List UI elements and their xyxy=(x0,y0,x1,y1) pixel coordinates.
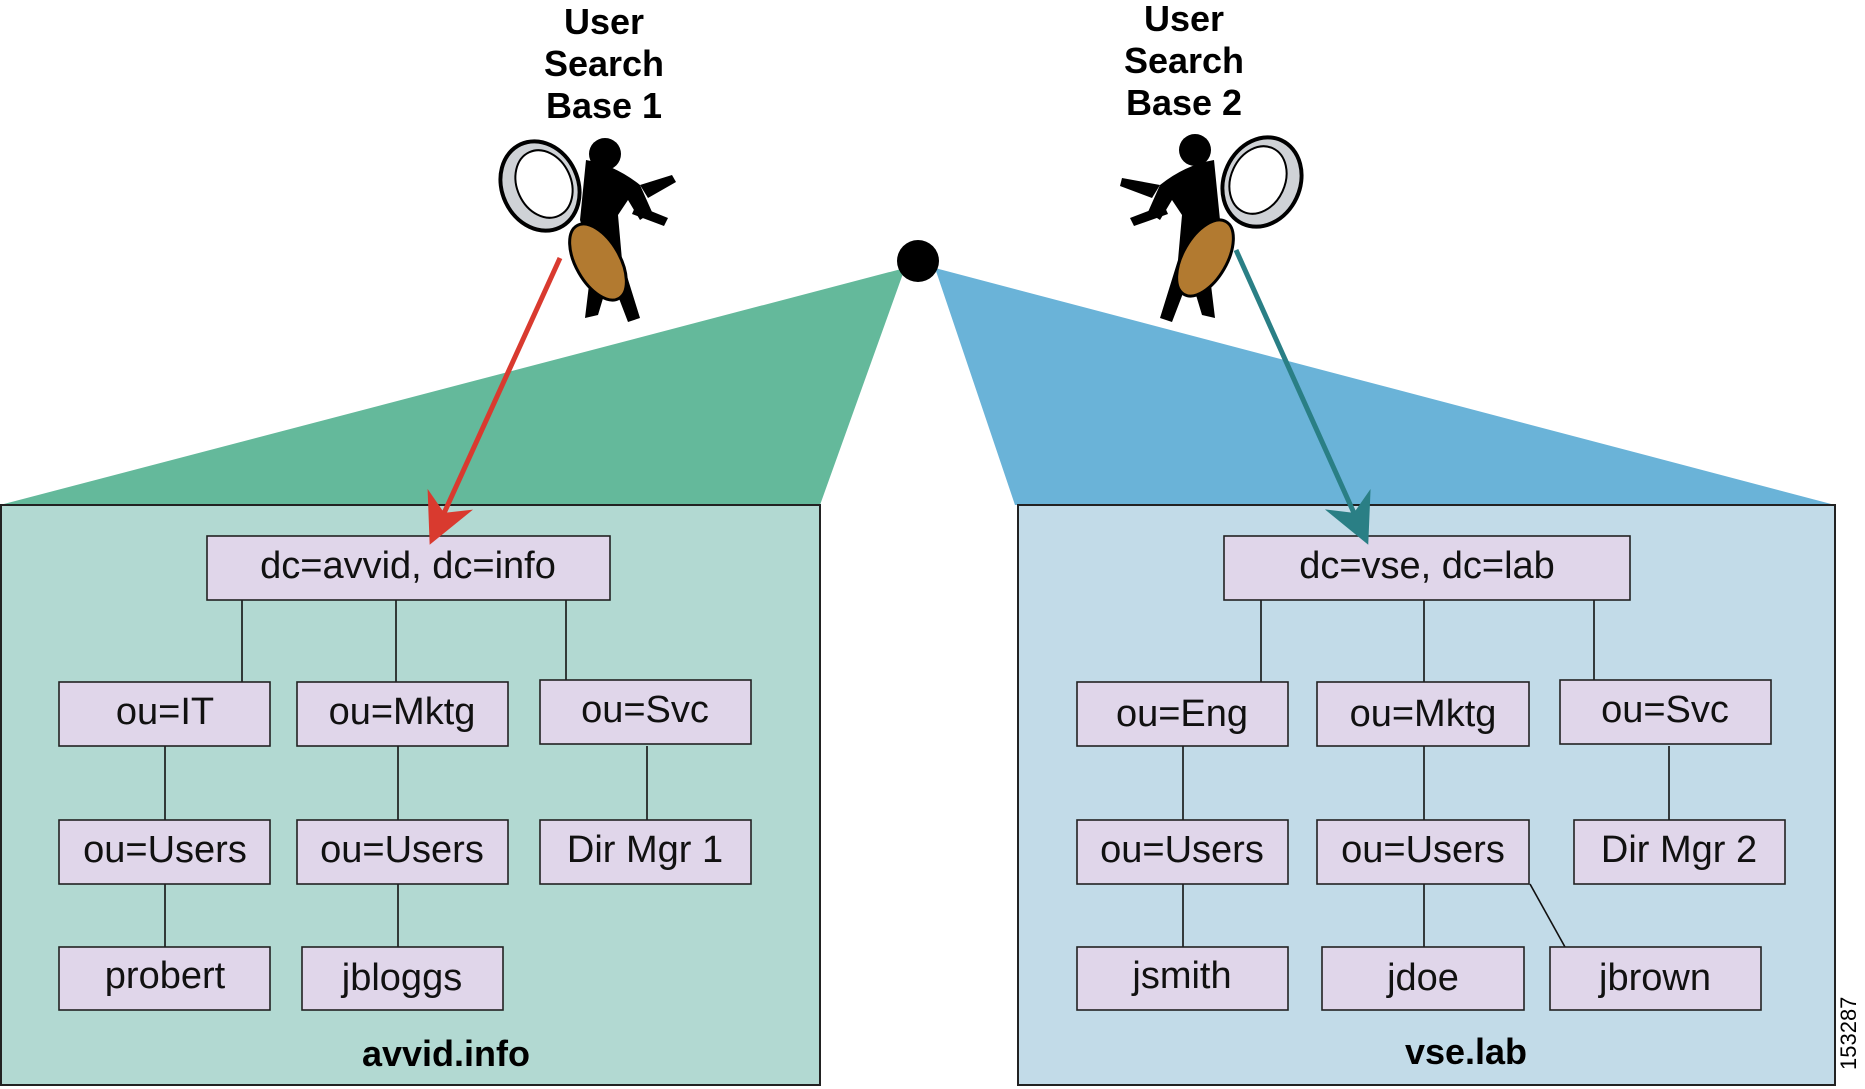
search-base-1-arrow xyxy=(427,256,563,545)
node-label: ou=Mktg xyxy=(1350,693,1497,735)
node-label: ou=Eng xyxy=(1116,693,1248,735)
svg-text:Base 1: Base 1 xyxy=(546,85,662,126)
left-root-node: dc=avvid, dc=info xyxy=(206,535,611,601)
directory-root-dot xyxy=(897,240,939,282)
right-ou-mktg-node: ou=Mktg xyxy=(1316,681,1530,747)
right-ou-users-mktg-node: ou=Users xyxy=(1316,819,1530,885)
right-user-jbrown-node: jbrown xyxy=(1549,946,1762,1011)
right-ou-users-eng-node: ou=Users xyxy=(1076,819,1289,885)
node-label: ou=IT xyxy=(116,691,214,733)
left-ou-mktg-node: ou=Mktg xyxy=(296,681,509,747)
left-ou-users-it-node: ou=Users xyxy=(58,819,271,885)
magnifier-person-icon xyxy=(498,138,676,322)
right-wedge xyxy=(935,268,1835,505)
node-label: ou=Svc xyxy=(1601,689,1729,731)
right-root-node: dc=vse, dc=lab xyxy=(1223,535,1631,601)
svg-text:User: User xyxy=(564,1,644,42)
node-label: ou=Mktg xyxy=(329,691,476,733)
left-dir-mgr-node: Dir Mgr 1 xyxy=(539,819,752,885)
node-label: Dir Mgr 2 xyxy=(1601,829,1757,871)
user-search-base-2-label: User Search Base 2 xyxy=(1124,0,1244,123)
right-ou-eng-node: ou=Eng xyxy=(1076,681,1289,747)
user-search-base-1-label: User Search Base 1 xyxy=(544,1,664,126)
node-label: probert xyxy=(105,955,226,997)
node-label: Dir Mgr 1 xyxy=(567,829,723,871)
left-ou-users-mktg-node: ou=Users xyxy=(296,819,509,885)
left-tree-connectors xyxy=(164,600,648,947)
node-label: jbloggs xyxy=(341,957,462,999)
node-label: jdoe xyxy=(1386,957,1459,999)
node-label: dc=vse, dc=lab xyxy=(1299,545,1555,587)
left-ou-svc-node: ou=Svc xyxy=(539,679,752,745)
svg-text:Search: Search xyxy=(544,43,664,84)
node-label: ou=Users xyxy=(83,829,247,871)
node-label: ou=Users xyxy=(320,829,484,871)
node-label: ou=Users xyxy=(1100,829,1264,871)
right-ou-svc-node: ou=Svc xyxy=(1559,679,1772,745)
search-base-2-arrow xyxy=(1233,248,1371,545)
left-user-jbloggs-node: jbloggs xyxy=(301,946,504,1011)
avvid-info-domain-label: avvid.info xyxy=(362,1033,530,1074)
svg-text:Base 2: Base 2 xyxy=(1126,82,1242,123)
node-label: ou=Svc xyxy=(581,689,709,731)
svg-text:Search: Search xyxy=(1124,40,1244,81)
left-wedge xyxy=(0,268,905,505)
right-user-jdoe-node: jdoe xyxy=(1321,946,1525,1011)
node-label: dc=avvid, dc=info xyxy=(260,545,556,587)
node-label: jbrown xyxy=(1598,957,1711,999)
vse-lab-domain-label: vse.lab xyxy=(1405,1031,1527,1072)
left-ou-it-node: ou=IT xyxy=(58,681,271,747)
right-tree-connectors xyxy=(1182,600,1670,948)
magnifier-person-icon xyxy=(1120,134,1304,322)
node-label: jsmith xyxy=(1131,955,1231,997)
left-user-probert-node: probert xyxy=(58,946,271,1011)
figure-id: 153287 xyxy=(1836,997,1861,1070)
right-dir-mgr-node: Dir Mgr 2 xyxy=(1573,819,1786,885)
node-label: ou=Users xyxy=(1341,829,1505,871)
svg-text:User: User xyxy=(1144,0,1224,39)
right-user-jsmith-node: jsmith xyxy=(1076,946,1289,1011)
